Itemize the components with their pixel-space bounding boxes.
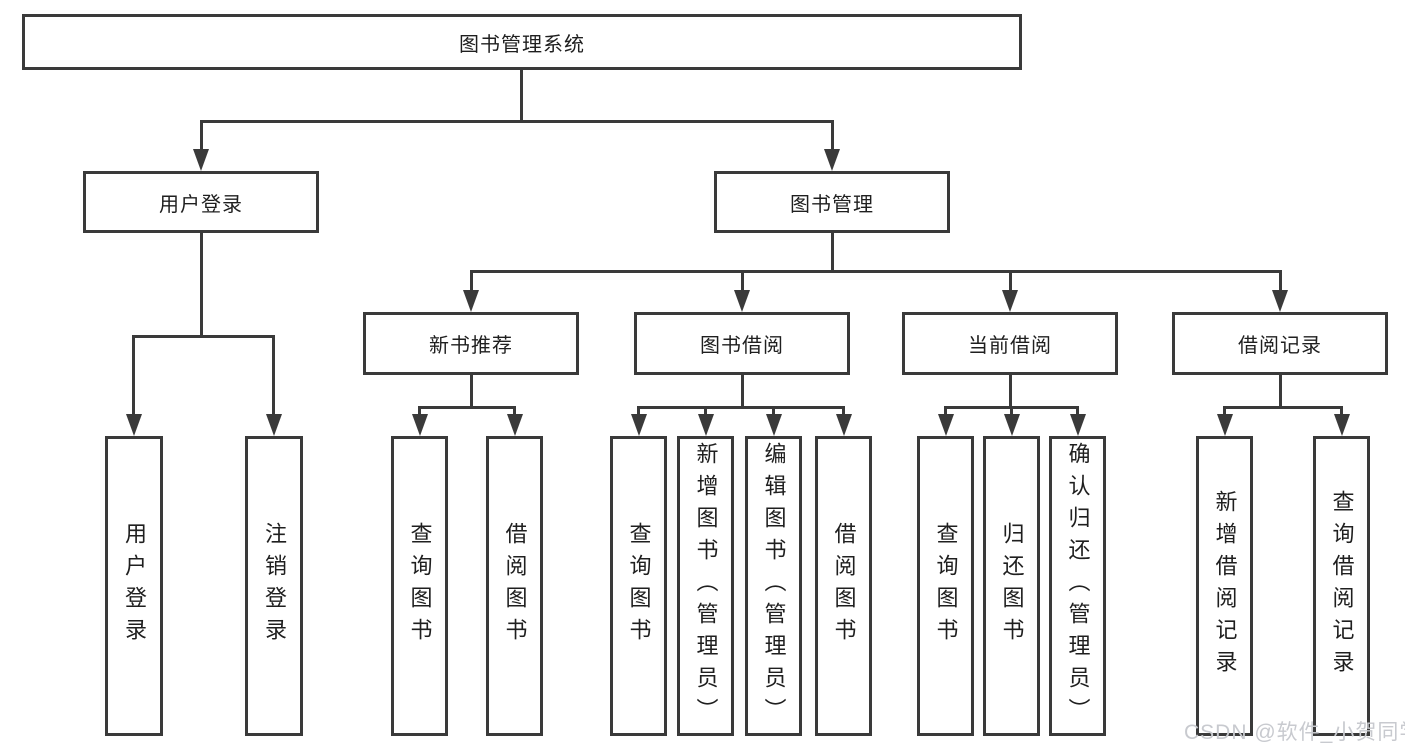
- connector-recommend-hbar: [418, 406, 515, 409]
- leaf-borrow-books-recommend: 借阅图书: [486, 436, 543, 736]
- leaf-label: 查询图书: [626, 522, 652, 650]
- node-label: 图书管理: [790, 193, 874, 216]
- leaf-label: 借阅图书: [502, 522, 528, 650]
- leaf-label: 查询图书: [407, 522, 433, 650]
- connector-borrowing-vline: [741, 375, 744, 406]
- connector-stem: [1279, 270, 1282, 290]
- connector-recommend-vline: [470, 375, 473, 406]
- node-book-management: 图书管理: [714, 171, 950, 233]
- connector-stem: [842, 406, 845, 414]
- connector-stem: [1076, 406, 1079, 414]
- leaf-label: 确认归还（管理员）: [1065, 442, 1091, 730]
- leaf-label: 借阅图书: [831, 522, 857, 650]
- node-label: 当前借阅: [968, 335, 1052, 357]
- arrowhead-down-icon: [1272, 290, 1288, 312]
- connector-stem: [741, 270, 744, 290]
- leaf-return-books: 归还图书: [983, 436, 1040, 736]
- node-label: 借阅记录: [1238, 335, 1322, 357]
- leaf-query-books-current: 查询图书: [917, 436, 974, 736]
- connector-stem: [200, 120, 203, 150]
- leaf-borrow-books-borrowing: 借阅图书: [815, 436, 872, 736]
- arrowhead-down-icon: [631, 414, 647, 436]
- node-library-system: 图书管理系统: [22, 14, 1022, 70]
- leaf-logout: 注销登录: [245, 436, 303, 736]
- connector-records-vline: [1279, 375, 1282, 406]
- node-new-book-recommend: 新书推荐: [363, 312, 579, 375]
- connector-stem: [1010, 406, 1013, 414]
- connector-stem: [1340, 406, 1343, 414]
- arrowhead-down-icon: [734, 290, 750, 312]
- leaf-label: 查询图书: [933, 522, 959, 650]
- leaf-add-books-admin: 新增图书（管理员）: [677, 436, 734, 736]
- connector-stem: [132, 335, 135, 414]
- node-borrowing-records: 借阅记录: [1172, 312, 1388, 375]
- leaf-query-books-recommend: 查询图书: [391, 436, 448, 736]
- arrowhead-down-icon: [266, 414, 282, 436]
- arrowhead-down-icon: [1002, 290, 1018, 312]
- connector-stem: [513, 406, 516, 414]
- node-label: 用户登录: [159, 193, 243, 216]
- arrowhead-down-icon: [193, 149, 209, 171]
- node-book-borrowing: 图书借阅: [634, 312, 850, 375]
- connector-stem: [831, 120, 834, 150]
- connector-stem: [1223, 406, 1226, 414]
- leaf-user-login: 用户登录: [105, 436, 163, 736]
- leaf-confirm-return-admin: 确认归还（管理员）: [1049, 436, 1106, 736]
- connector-stem: [1009, 270, 1012, 290]
- leaf-add-borrow-record: 新增借阅记录: [1196, 436, 1253, 736]
- leaf-label: 用户登录: [122, 522, 147, 650]
- arrowhead-down-icon: [1217, 414, 1233, 436]
- connector-root-vline: [520, 70, 523, 120]
- leaf-label: 新增图书（管理员）: [693, 442, 719, 730]
- connector-root-hbar: [200, 120, 833, 123]
- arrowhead-down-icon: [126, 414, 142, 436]
- leaf-label: 编辑图书（管理员）: [761, 442, 787, 730]
- node-user-login: 用户登录: [83, 171, 319, 233]
- arrowhead-down-icon: [1004, 414, 1020, 436]
- connector-stem: [637, 406, 640, 414]
- connector-stem: [704, 406, 707, 414]
- arrowhead-down-icon: [1070, 414, 1086, 436]
- connector-borrowing-hbar: [637, 406, 844, 409]
- arrowhead-down-icon: [766, 414, 782, 436]
- connector-bookmgmt-hbar: [470, 270, 1281, 273]
- connector-userlogin-vline: [200, 233, 203, 335]
- node-label: 图书管理系统: [459, 33, 585, 56]
- leaf-label: 新增借阅记录: [1212, 490, 1238, 682]
- leaf-query-books-borrowing: 查询图书: [610, 436, 667, 736]
- connector-stem: [418, 406, 421, 414]
- leaf-label: 归还图书: [999, 522, 1025, 650]
- arrowhead-down-icon: [1334, 414, 1350, 436]
- connector-userlogin-hbar: [132, 335, 274, 338]
- arrowhead-down-icon: [463, 290, 479, 312]
- node-current-borrowing: 当前借阅: [902, 312, 1118, 375]
- connector-bookmgmt-vline: [831, 233, 834, 270]
- connector-stem: [772, 406, 775, 414]
- leaf-edit-books-admin: 编辑图书（管理员）: [745, 436, 802, 736]
- connector-stem: [470, 270, 473, 290]
- arrowhead-down-icon: [938, 414, 954, 436]
- arrowhead-down-icon: [824, 149, 840, 171]
- node-label: 新书推荐: [429, 335, 513, 357]
- leaf-label: 查询借阅记录: [1329, 490, 1355, 682]
- arrowhead-down-icon: [698, 414, 714, 436]
- connector-stem: [272, 335, 275, 414]
- connector-records-hbar: [1223, 406, 1342, 409]
- csdn-watermark: CSDN @软件_小贺同学: [1184, 721, 1405, 744]
- arrowhead-down-icon: [412, 414, 428, 436]
- connector-current-vline: [1009, 375, 1012, 406]
- connector-stem: [944, 406, 947, 414]
- leaf-label: 注销登录: [262, 522, 287, 650]
- arrowhead-down-icon: [836, 414, 852, 436]
- leaf-query-borrow-record: 查询借阅记录: [1313, 436, 1370, 736]
- arrowhead-down-icon: [507, 414, 523, 436]
- node-label: 图书借阅: [700, 335, 784, 357]
